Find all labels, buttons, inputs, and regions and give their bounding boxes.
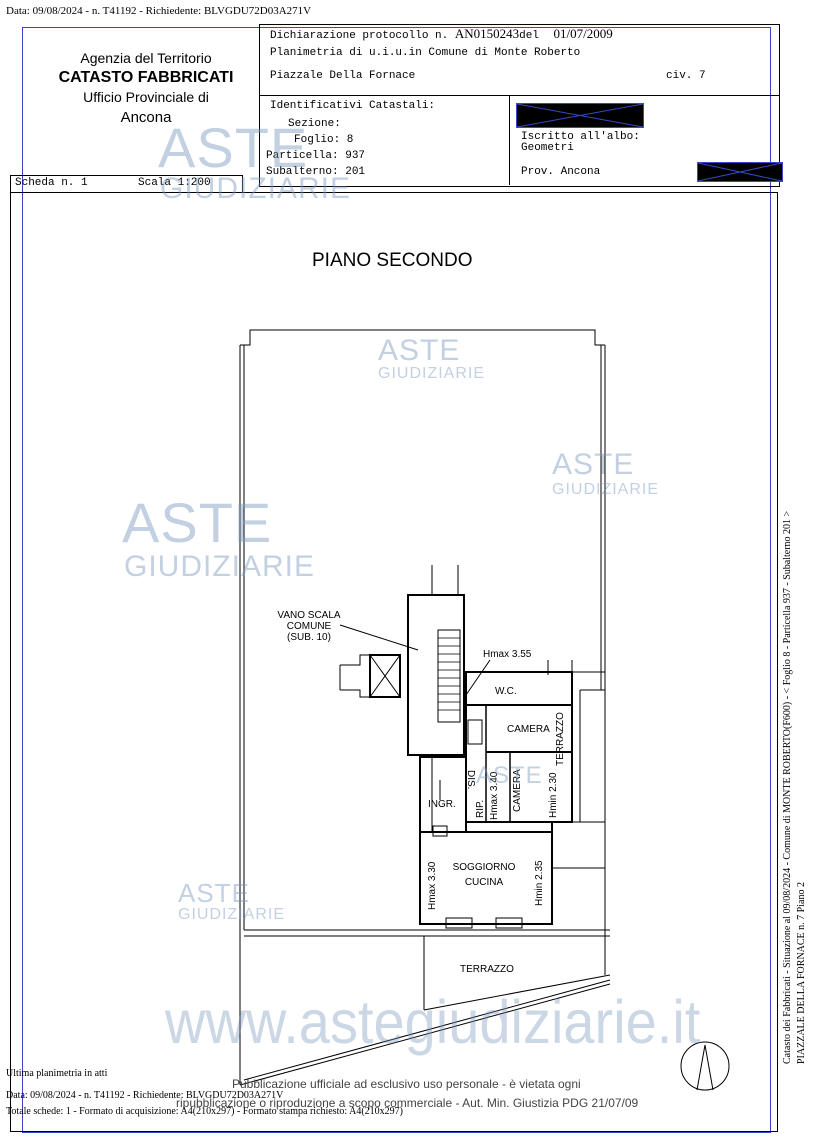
ident-foglio: Foglio: 8 bbox=[294, 134, 354, 146]
publication-line2: ripubblicazione o riproduzione a scopo c… bbox=[176, 1096, 639, 1110]
hmax-330-label: Hmax 3.30 bbox=[427, 861, 438, 910]
header-box-bottom bbox=[259, 95, 780, 187]
terrazzo-side-label: TERRAZZO bbox=[555, 712, 566, 766]
vano-scala-line2: COMUNE bbox=[286, 621, 332, 632]
ident-sezione: Sezione: bbox=[288, 118, 341, 130]
civ: civ. 7 bbox=[666, 70, 706, 82]
redacted-number-box bbox=[697, 162, 783, 182]
wc-label: W.C. bbox=[495, 686, 517, 697]
soggiorno-line1: SOGGIORNO bbox=[452, 862, 516, 873]
protocol-label: Dichiarazione protocollo n. bbox=[270, 30, 449, 42]
geometri-label: Geometri bbox=[521, 142, 574, 154]
rip-label: RIP. bbox=[475, 799, 486, 818]
agency-line4: Ancona bbox=[120, 109, 172, 126]
ident-subalterno: Subalterno: 201 bbox=[266, 166, 366, 178]
floor-title: PIANO SECONDO bbox=[312, 250, 473, 271]
terrazzo-bottom-label: TERRAZZO bbox=[460, 964, 514, 975]
watermark-aste-1: ASTE bbox=[158, 116, 309, 179]
hmax-355-label: Hmax 3.55 bbox=[483, 649, 532, 660]
watermark-aste-3: ASTE bbox=[552, 448, 635, 481]
watermark-giudiziarie-3: GIUDIZIARIE bbox=[552, 481, 660, 498]
protocol-del: del bbox=[519, 30, 539, 42]
ingr-label: INGR. bbox=[428, 799, 456, 810]
watermark-aste-2: ASTE bbox=[378, 334, 461, 367]
address: Piazzale Della Fornace bbox=[270, 70, 416, 82]
redacted-name-box bbox=[516, 103, 644, 128]
footer-totale: Totale schede: 1 - Formato di acquisizio… bbox=[6, 1106, 403, 1117]
ident-title: Identificativi Catastali: bbox=[270, 100, 436, 112]
outer-frame bbox=[22, 27, 771, 1133]
vano-scala-label: VANO SCALA COMUNE (SUB. 10) bbox=[269, 610, 349, 643]
watermark-site: www.astegiudiziarie.it bbox=[165, 986, 701, 1057]
publication-line1: Pubblicazione ufficiale ad esclusivo uso… bbox=[232, 1077, 581, 1091]
footer-data-line: Data: 09/08/2024 - n. T41192 - Richieden… bbox=[6, 1090, 284, 1101]
agency-line3: Ufficio Provinciale di bbox=[83, 89, 209, 105]
protocol-date: 01/07/2009 bbox=[553, 26, 613, 41]
agency-line1: Agenzia del Territorio bbox=[80, 50, 212, 66]
soggiorno-line2: CUCINA bbox=[464, 877, 504, 888]
prov-label: Prov. Ancona bbox=[521, 166, 601, 178]
vano-scala-line3: (SUB. 10) bbox=[287, 632, 331, 643]
agency-line2: CATASTO FABBRICATI bbox=[58, 69, 234, 86]
side-text-line1: Catasto dei Fabbricati - Situazione al 0… bbox=[782, 510, 793, 1064]
scala-label: Scala 1:200 bbox=[138, 177, 211, 189]
scheda-label: Scheda n. 1 bbox=[15, 177, 88, 189]
camera1-label: CAMERA bbox=[507, 724, 550, 735]
footer-ultima: Ultima planimetria in atti bbox=[6, 1068, 108, 1079]
hmin-230-label: Hmin 2.30 bbox=[548, 772, 559, 818]
watermark-giudiziarie-4: GIUDIZIARIE bbox=[124, 550, 316, 583]
soggiorno-label: SOGGIORNO CUCINA bbox=[448, 862, 520, 888]
side-text-line2: PIAZZALE DELLA FORNACE n. 7 Piano 2 bbox=[796, 882, 807, 1064]
watermark-giudiziarie-1: GIUDIZIARIE bbox=[160, 172, 352, 205]
header-line: Data: 09/08/2024 - n. T41192 - Richieden… bbox=[6, 5, 312, 17]
watermark-giudiziarie-6: GIUDIZIARIE bbox=[178, 906, 286, 923]
protocol-number: AN0150243 bbox=[454, 26, 520, 41]
agency-block: Agenzia del Territorio CATASTO FABBRICAT… bbox=[46, 50, 246, 126]
watermark-giudiziarie-2: GIUDIZIARIE bbox=[378, 365, 486, 382]
drawing-frame bbox=[10, 192, 778, 1132]
watermark-aste-4: ASTE bbox=[122, 491, 273, 554]
watermark-aste-6: ASTE bbox=[178, 878, 250, 908]
header-divider bbox=[509, 95, 510, 185]
watermark-aste-5: ASTE bbox=[476, 762, 543, 789]
hmin-235-label: Hmin 2.35 bbox=[534, 860, 545, 906]
plan-title: Planimetria di u.i.u.in Comune di Monte … bbox=[270, 47, 581, 59]
dis-label: DIS. bbox=[465, 770, 476, 790]
vano-scala-line1: VANO SCALA bbox=[277, 610, 341, 621]
ident-particella: Particella: 937 bbox=[266, 150, 366, 162]
iscritto-label: Iscritto all'albo: bbox=[521, 131, 640, 143]
protocol-line: Dichiarazione protocollo n. AN0150243del… bbox=[270, 26, 613, 42]
